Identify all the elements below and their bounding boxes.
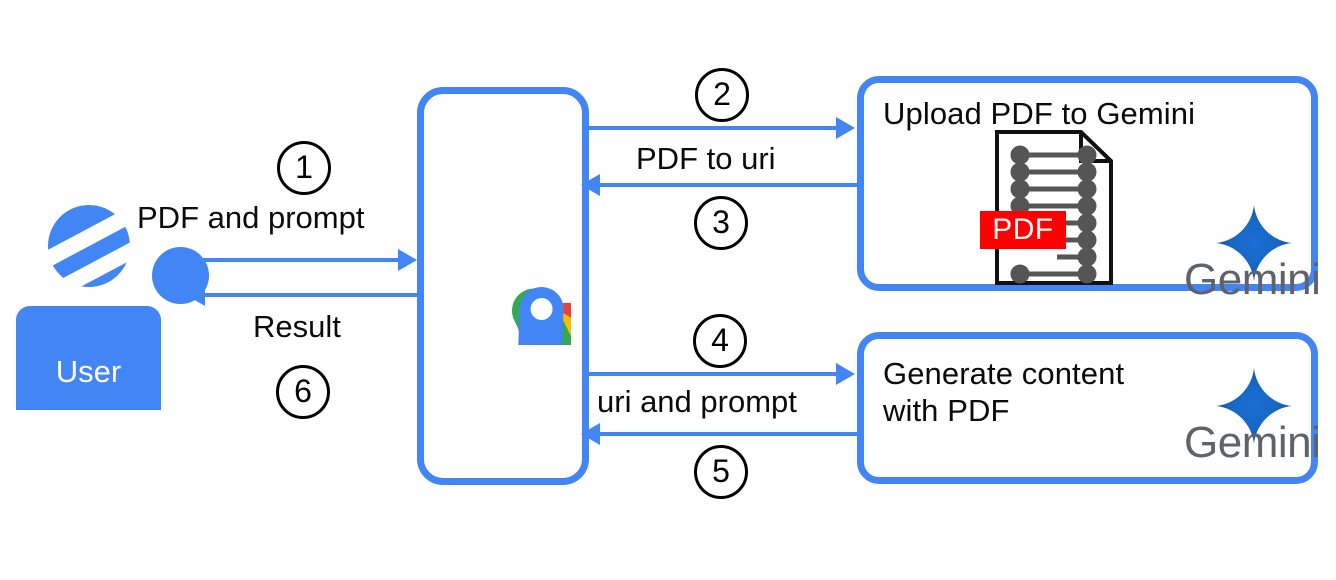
arrow-3-head: [581, 174, 600, 196]
gemini-wordmark: Gemini: [1184, 418, 1321, 467]
step-label-3: PDF to uri: [636, 141, 776, 176]
arrow-6-line: [205, 293, 421, 297]
gemini-sparkle-icon: [1216, 368, 1292, 444]
gemini-lockup: Gemini: [1184, 205, 1321, 317]
upload-pdf-node[interactable]: Upload PDF to Gemini PDF: [857, 76, 1321, 304]
step-number-3: 3: [694, 196, 748, 250]
step-number-5: 5: [694, 445, 748, 499]
user-body-icon: [16, 306, 161, 410]
user-figure: User: [16, 194, 209, 410]
user-head-icon: [48, 205, 130, 287]
step-label-6: Result: [253, 309, 341, 344]
step-label-1: PDF and prompt: [137, 200, 365, 235]
gemini-wordmark: Gemini: [1184, 255, 1321, 304]
arrow-4-line: [588, 372, 839, 376]
arrow-2-line: [588, 126, 839, 130]
step-number-6: 6: [276, 365, 330, 419]
google-apps-script-logo: [449, 239, 639, 419]
step-number-4: 4: [693, 314, 747, 368]
arrow-5-head: [581, 423, 600, 445]
pdf-badge: PDF: [980, 211, 1066, 249]
arrow-1-head: [398, 249, 417, 271]
step-number-2: 2: [695, 68, 749, 122]
arrow-2-head: [836, 117, 855, 139]
upload-box-title: Upload PDF to Gemini: [883, 96, 1196, 131]
apps-script-node[interactable]: [417, 87, 639, 485]
step-label-5: uri and prompt: [597, 384, 797, 419]
arrow-6-head: [186, 284, 205, 306]
arrow-4-head: [836, 363, 855, 385]
arrow-1-line: [198, 258, 401, 262]
arrow-3-line: [600, 183, 858, 187]
gemini-sparkle-icon: [1216, 205, 1292, 281]
user-label: User: [55, 354, 122, 389]
pdf-document-icon: PDF: [980, 130, 1113, 285]
gemini-lockup: Gemini: [1184, 368, 1321, 480]
generate-content-node[interactable]: Generate content with PDF Gemini: [857, 332, 1321, 484]
generate-box-title: Generate content with PDF: [883, 356, 1125, 428]
step-number-1: 1: [277, 141, 331, 195]
arrow-5-line: [600, 432, 858, 436]
